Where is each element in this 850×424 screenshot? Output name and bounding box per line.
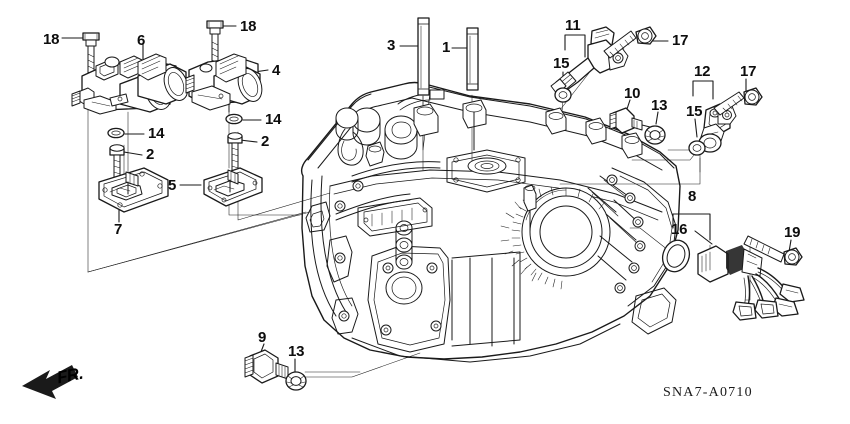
callout-19: 19 [784,224,801,241]
part-13-sealing-washer-b [285,371,307,391]
callout-17-b: 17 [740,63,757,80]
callout-15-b: 15 [686,103,703,120]
part-10-pressure-switch-small [609,107,651,134]
callout-6: 6 [137,32,146,49]
case-top-bosses [545,107,643,159]
part-14-o-ring-right [225,113,243,125]
callout-13-a: 13 [651,97,668,114]
part-7-solenoid-gasket-plate-left [98,167,169,213]
callout-14-right: 14 [265,111,282,128]
part-19-flange-bolt-harness [743,235,803,266]
callout-7: 7 [114,221,123,238]
callout-8: 8 [688,188,697,205]
part-16-o-ring-harness [661,239,691,273]
part-4-linear-solenoid-single [185,53,263,113]
callout-15-a: 15 [553,55,570,72]
part-17-flange-bolt-a [603,26,657,59]
callout-16: 16 [671,221,688,238]
part-14-o-ring-left [107,127,125,139]
callout-13-b: 13 [288,343,305,360]
case-bolt-bosses [606,174,646,294]
part-15-o-ring-sensor-a [554,87,572,103]
part-13-sealing-washer-a [644,125,666,145]
callout-4: 4 [272,62,281,79]
callout-2-right: 2 [261,133,270,150]
part-6-linear-solenoid-dual [71,53,189,115]
callout-18-right: 18 [240,18,257,35]
callout-11: 11 [565,17,581,34]
callout-9: 9 [258,329,267,346]
callout-14-left: 14 [148,125,165,142]
part-9-pressure-switch [244,349,289,384]
callout-17-a: 17 [672,32,689,49]
callout-3: 3 [387,37,396,54]
diagram-part-number: SNA7-A0710 [663,385,753,400]
front-arrow-icon [22,365,78,399]
case-port-bosses [395,220,413,270]
part-15-o-ring-sensor-b [688,140,706,156]
callout-10: 10 [624,85,641,102]
part-17-flange-bolt-b [713,87,763,116]
part-8-wire-harness-assembly [697,245,805,321]
callout-5: 5 [168,177,177,194]
case-finned-housing [500,186,611,290]
part-5-solenoid-gasket-plate-right [203,167,263,207]
callout-1: 1 [442,39,451,56]
callout-18-left: 18 [43,31,60,48]
part-1-shaft-pin-short [466,27,479,91]
callout-12: 12 [694,63,711,80]
part-3-shaft-pin-long [417,17,430,96]
callout-2-left: 2 [146,146,155,163]
